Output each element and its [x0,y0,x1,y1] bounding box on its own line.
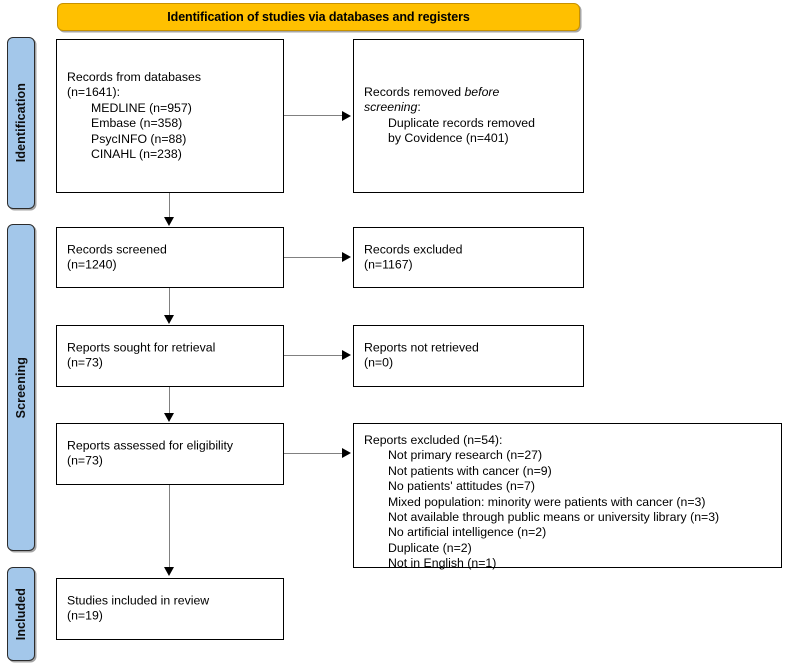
reports-not-retrieved-count: (n=0) [364,356,394,370]
box-records-excluded-body: Records excluded (n=1167) [364,242,577,273]
records-removed-detail-1: Duplicate records removed [388,116,535,130]
box-reports-excluded-with-reasons: Reports excluded (n=54): Not primary res… [353,423,782,570]
records-removed-italic-before: before [464,85,500,100]
reports-excluded-reason-6: No artificial intelligence (n=2) [388,525,547,540]
reports-excluded-reason-4: Mixed population: minority were patients… [388,494,706,509]
stage-label-identification-text: Identification [14,83,28,163]
arrow-down-icon-1 [164,217,174,226]
records-excluded-title: Records excluded [364,242,463,257]
records-removed-detail-2: by Covidence (n=401) [388,131,509,146]
box-records-removed-before-screening: Records removed before screening: Duplic… [353,39,584,193]
box-reports-not-retrieved: Reports not retrieved (n=0) [353,325,584,387]
arrow-right-icon-1 [342,111,351,121]
connector-sought-to-not-retrieved [284,355,343,357]
arrow-down-icon-3 [164,413,174,422]
connector-screened-to-excluded [284,257,343,259]
arrow-down-icon-4 [164,567,174,576]
reports-sought-count: (n=73) [67,356,103,370]
box-records-from-databases-body: Records from databases (n=1641): MEDLINE… [67,70,277,162]
box-reports-sought-for-retrieval: Reports sought for retrieval (n=73) [56,325,284,387]
box-records-screened-body: Records screened (n=1240) [67,242,277,273]
reports-assessed-count: (n=73) [67,454,103,468]
records-databases-title: Records from databases [67,69,201,84]
reports-excluded-reason-3: No patients' attitudes (n=7) [388,479,535,494]
arrow-right-icon-4 [342,448,351,458]
box-reports-not-retrieved-body: Reports not retrieved (n=0) [364,341,577,372]
reports-excluded-reason-5: Not available through public means or un… [388,510,720,525]
arrow-right-icon-2 [342,252,351,262]
connector-screened-to-sought [169,288,171,316]
box-reports-sought-body: Reports sought for retrieval (n=73) [67,341,277,372]
records-databases-source-embase: Embase (n=358) [91,116,183,130]
records-removed-colon: : [417,100,421,115]
box-studies-included-in-review: Studies included in review (n=19) [56,578,284,640]
records-databases-source-cinahl: CINAHL (n=238) [91,146,182,161]
connector-assessed-to-included [169,485,171,568]
stage-label-included-text: Included [14,587,28,641]
stage-label-screening-text: Screening [14,356,28,419]
records-removed-line1: Records removed before [364,85,577,100]
records-removed-line2: screening: [364,101,577,116]
box-records-excluded: Records excluded (n=1167) [353,227,584,288]
records-screened-title: Records screened [67,242,167,257]
arrow-down-icon-2 [164,315,174,324]
records-screened-count: (n=1240) [67,257,117,272]
connector-sought-to-assessed [169,387,171,414]
reports-excluded-reason-7: Duplicate (n=2) [388,540,472,555]
box-reports-assessed-for-eligibility: Reports assessed for eligibility (n=73) [56,423,284,485]
box-records-removed-body: Records removed before screening: Duplic… [364,85,577,147]
banner-title: Identification of studies via databases … [167,10,470,24]
records-databases-source-medline: MEDLINE (n=957) [91,100,192,115]
studies-included-title: Studies included in review [67,593,210,608]
reports-excluded-reason-8: Not in English (n=1) [388,556,497,571]
studies-included-count: (n=19) [67,609,103,623]
connector-databases-to-removed [284,115,343,117]
connector-databases-to-screened [169,193,171,219]
stage-label-screening: Screening [7,224,35,551]
box-reports-assessed-body: Reports assessed for eligibility (n=73) [67,439,277,470]
records-databases-source-psycinfo: PsycINFO (n=88) [91,131,187,146]
connector-assessed-to-excluded [284,453,343,455]
records-removed-italic-screening: screening [364,100,418,115]
records-databases-count: (n=1641): [67,85,120,100]
reports-sought-title: Reports sought for retrieval [67,340,216,355]
reports-assessed-title: Reports assessed for eligibility [67,438,234,453]
reports-excluded-title: Reports excluded (n=54): [364,433,503,447]
box-reports-excluded-body: Reports excluded (n=54): Not primary res… [364,433,775,572]
box-records-from-databases: Records from databases (n=1641): MEDLINE… [56,39,284,193]
identification-banner: Identification of studies via databases … [57,3,580,31]
reports-excluded-reason-2: Not patients with cancer (n=9) [388,463,552,478]
stage-label-included: Included [7,567,35,661]
box-records-screened: Records screened (n=1240) [56,227,284,288]
reports-excluded-reason-1: Not primary research (n=27) [388,448,543,463]
reports-not-retrieved-title: Reports not retrieved [364,340,479,355]
stage-label-identification: Identification [7,37,35,209]
box-studies-included-body: Studies included in review (n=19) [67,594,277,625]
records-removed-prefix: Records removed [364,85,465,100]
arrow-right-icon-3 [342,350,351,360]
records-excluded-count: (n=1167) [364,257,413,272]
